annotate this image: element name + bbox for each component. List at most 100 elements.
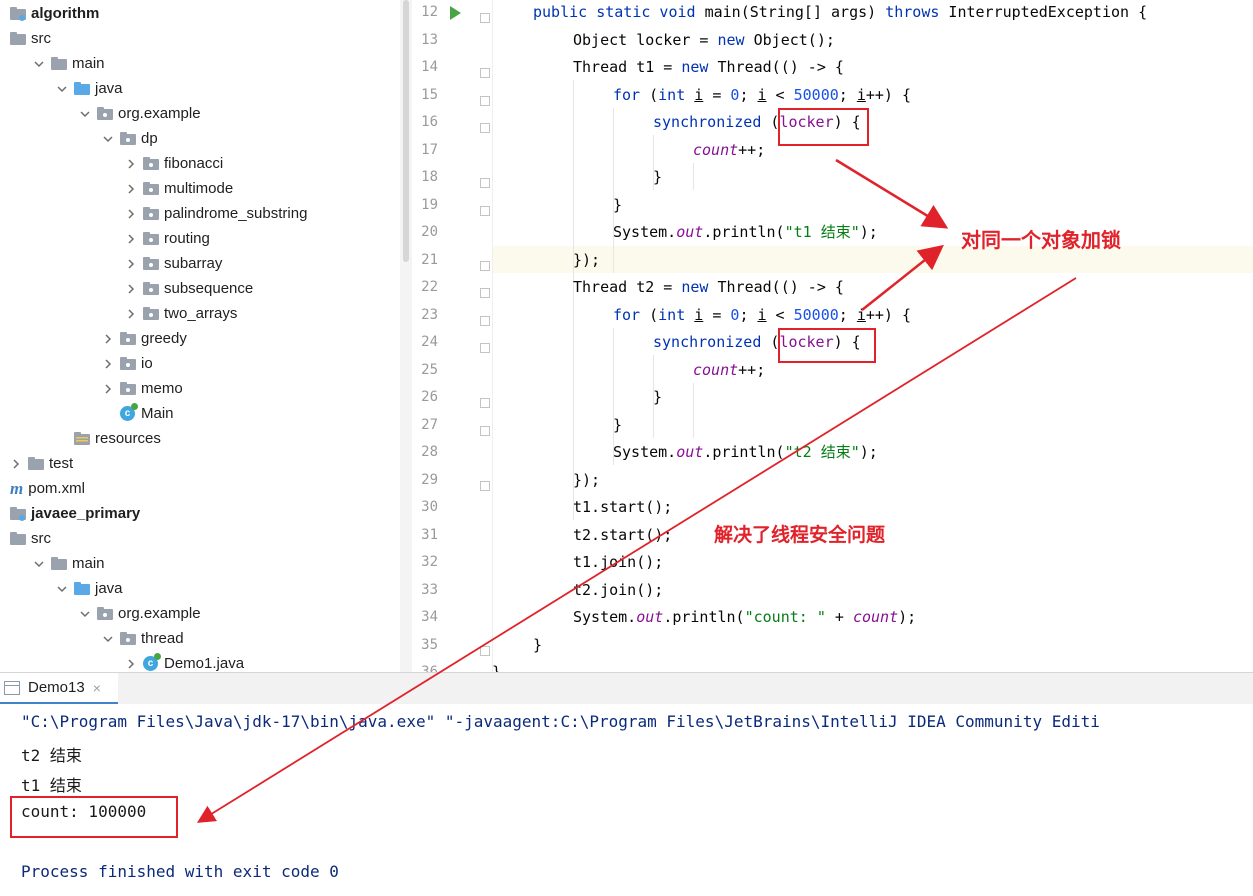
code-line[interactable]: } (613, 195, 623, 214)
chevron-right-icon[interactable] (102, 383, 114, 395)
chevron-right-icon[interactable] (125, 283, 137, 295)
tree-item[interactable]: test (10, 451, 73, 476)
code-line[interactable]: } (533, 635, 543, 654)
code-line[interactable]: }); (573, 250, 601, 269)
tree-item[interactable]: subarray (125, 251, 222, 276)
tree-item-label: java (95, 80, 123, 97)
code-line[interactable]: System.out.println("t1 结束"); (613, 223, 878, 241)
code-line[interactable]: count++; (693, 140, 766, 159)
chevron-right-icon[interactable] (125, 308, 137, 320)
code-line[interactable]: Thread t2 = new Thread(() -> { (573, 278, 844, 296)
code-line[interactable]: synchronized (locker) { (653, 113, 861, 131)
tree-item[interactable]: memo (102, 376, 183, 401)
tree-item[interactable]: java (56, 76, 123, 101)
line-number: 25 (421, 361, 438, 378)
code-line[interactable]: } (613, 415, 623, 434)
run-tab-demo13[interactable]: Demo13 × (0, 673, 118, 705)
code-line[interactable]: System.out.println("t2 结束"); (613, 443, 878, 461)
scrollbar-thumb[interactable] (403, 0, 409, 262)
chevron-down-icon[interactable] (79, 608, 91, 620)
close-icon[interactable]: × (92, 679, 101, 696)
fold-marker-icon[interactable] (480, 63, 490, 78)
chevron-right-icon[interactable] (125, 258, 137, 270)
tree-item[interactable]: org.example (79, 601, 201, 626)
code-line[interactable]: } (653, 168, 663, 186)
chevron-down-icon[interactable] (33, 558, 45, 570)
tree-item[interactable]: src (10, 526, 51, 551)
chevron-down-icon[interactable] (56, 583, 68, 595)
tree-item[interactable]: resources (56, 426, 161, 451)
tree-item[interactable]: src (10, 26, 51, 51)
tree-item[interactable]: palindrome_substring (125, 201, 307, 226)
folder-icon (10, 32, 26, 45)
tree-item[interactable]: routing (125, 226, 210, 251)
tree-item[interactable]: algorithm (10, 1, 99, 26)
chevron-right-icon[interactable] (10, 458, 22, 470)
run-console[interactable]: "C:\Program Files\Java\jdk-17\bin\java.e… (0, 704, 1253, 896)
fold-marker-icon[interactable] (480, 256, 490, 271)
line-number: 22 (421, 279, 438, 295)
code-line[interactable]: }); (573, 470, 601, 489)
code-line[interactable]: t1.join(); (573, 553, 664, 571)
chevron-down-icon[interactable] (102, 633, 114, 645)
chevron-right-icon[interactable] (125, 158, 137, 170)
tree-item[interactable]: io (102, 351, 153, 376)
tree-item[interactable]: org.example (79, 101, 201, 126)
chevron-down-icon[interactable] (79, 108, 91, 120)
fold-marker-icon[interactable] (480, 641, 490, 656)
fold-marker-icon[interactable] (480, 8, 490, 23)
tree-item-label: dp (141, 130, 158, 147)
fold-marker-icon[interactable] (480, 201, 490, 216)
tree-item[interactable]: thread (102, 626, 184, 651)
chevron-down-icon[interactable] (56, 83, 68, 95)
run-gutter-icon[interactable] (450, 6, 461, 20)
code-line[interactable]: Thread t1 = new Thread(() -> { (573, 58, 844, 76)
chevron-down-icon[interactable] (33, 58, 45, 70)
code-line[interactable]: Object locker = new Object(); (573, 30, 835, 49)
tree-item[interactable]: main (33, 51, 105, 76)
code-line[interactable]: t1.start(); (573, 498, 673, 516)
tree-item[interactable]: two_arrays (125, 301, 237, 326)
package-icon (143, 182, 159, 195)
code-line[interactable]: for (int i = 0; i < 50000; i++) { (613, 305, 912, 324)
tree-item[interactable]: subsequence (125, 276, 253, 301)
chevron-right-icon[interactable] (125, 658, 137, 670)
chevron-right-icon[interactable] (125, 208, 137, 220)
fold-marker-icon[interactable] (480, 91, 490, 106)
annotation-box-count-output (10, 796, 178, 838)
tree-item[interactable]: fibonacci (125, 151, 223, 176)
code-line[interactable]: t2.start(); (573, 525, 673, 544)
fold-marker-icon[interactable] (480, 118, 490, 133)
tree-item[interactable]: dp (102, 126, 158, 151)
code-line[interactable]: } (653, 388, 663, 406)
chevron-right-icon[interactable] (102, 358, 114, 370)
code-line[interactable]: for (int i = 0; i < 50000; i++) { (613, 85, 912, 104)
tree-item[interactable]: greedy (102, 326, 187, 351)
fold-marker-icon[interactable] (480, 311, 490, 326)
code-line[interactable]: System.out.println("count: " + count); (573, 608, 917, 626)
tree-item[interactable]: main (33, 551, 105, 576)
chevron-right-icon[interactable] (125, 233, 137, 245)
code-line[interactable]: public static void main(String[] args) t… (533, 3, 1148, 21)
chevron-down-icon[interactable] (102, 133, 114, 145)
fold-marker-icon[interactable] (480, 393, 490, 408)
chevron-right-icon[interactable] (102, 333, 114, 345)
fold-marker-icon[interactable] (480, 173, 490, 188)
tree-item[interactable]: javaee_primary (10, 501, 140, 526)
java-class-icon: c (120, 403, 138, 421)
tree-item[interactable]: multimode (125, 176, 233, 201)
line-number: 13 (421, 31, 438, 48)
fold-marker-icon[interactable] (480, 476, 490, 491)
fold-marker-icon[interactable] (480, 283, 490, 298)
code-line[interactable]: t2.join(); (573, 580, 664, 599)
code-line[interactable]: } (492, 663, 502, 672)
project-tree-scrollbar[interactable] (400, 0, 412, 672)
fold-marker-icon[interactable] (480, 338, 490, 353)
chevron-right-icon[interactable] (125, 183, 137, 195)
tree-item[interactable]: java (56, 576, 123, 601)
fold-marker-icon[interactable] (480, 421, 490, 436)
code-line[interactable]: count++; (693, 360, 766, 379)
